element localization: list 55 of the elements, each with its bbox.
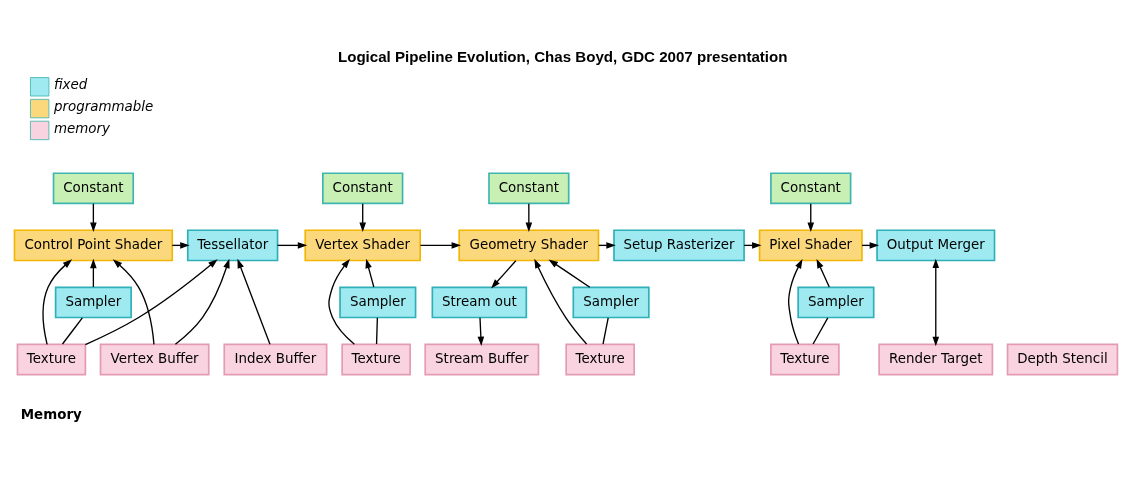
arrow [788, 258, 803, 345]
arrow [491, 259, 517, 288]
node-box: Sampler [339, 286, 417, 318]
node-box: Constant [770, 171, 852, 204]
node-box: Texture [341, 343, 411, 375]
node-box: Sampler [54, 286, 132, 318]
node-box: Render Target [878, 343, 994, 375]
node-box: Pixel Shader [758, 228, 863, 261]
node-box: Constant [52, 171, 135, 204]
arrow [237, 258, 271, 345]
node-box: Vertex Shader [304, 228, 421, 261]
connector [375, 316, 379, 345]
node-box: Sampler [797, 286, 875, 318]
arrow [328, 258, 356, 345]
legend-label: programmable [53, 98, 154, 114]
arrow [84, 258, 218, 345]
arrow [807, 202, 815, 232]
legend-label: memory [53, 120, 110, 136]
label: Memory [20, 406, 82, 422]
arrow [525, 202, 533, 232]
node-box: Vertex Buffer [99, 343, 210, 375]
node-box: Stream out [431, 286, 528, 318]
node-box: Setup Rasterizer [613, 228, 745, 261]
node-box: Index Buffer [223, 343, 328, 375]
node-box: Constant [322, 171, 404, 204]
arrow [548, 259, 591, 288]
node-box: Depth Stencil [1006, 343, 1119, 375]
arrow [42, 258, 73, 345]
arrow [932, 258, 940, 346]
arrow [359, 202, 366, 232]
node-box: Texture [565, 343, 635, 375]
node-box: Constant [488, 171, 570, 204]
arrow [365, 258, 375, 288]
legend-label: fixed [53, 76, 88, 92]
arrow [419, 241, 461, 249]
node-box: Sampler [572, 286, 650, 318]
arrow [174, 258, 230, 345]
arrow [90, 202, 97, 232]
diagram-title: Logical Pipeline Evolution, Chas Boyd, GDC 2007 presentation [337, 47, 788, 65]
arrow [90, 258, 97, 288]
arrow [276, 241, 308, 249]
node-box: Geometry Shader [458, 228, 600, 261]
arrow [112, 258, 155, 345]
node-box: Control Point Shader [13, 228, 174, 261]
arrow [534, 258, 588, 345]
connector [61, 316, 83, 345]
node-box: Texture [16, 343, 87, 375]
node-box: Stream Buffer [424, 343, 540, 375]
arrow [816, 258, 830, 288]
node-box: Texture [770, 343, 840, 375]
node-box: Tessellator [186, 228, 279, 261]
arrow [477, 316, 485, 346]
connector [602, 316, 609, 345]
connector [812, 316, 829, 345]
node-box: Output Merger [876, 228, 996, 261]
